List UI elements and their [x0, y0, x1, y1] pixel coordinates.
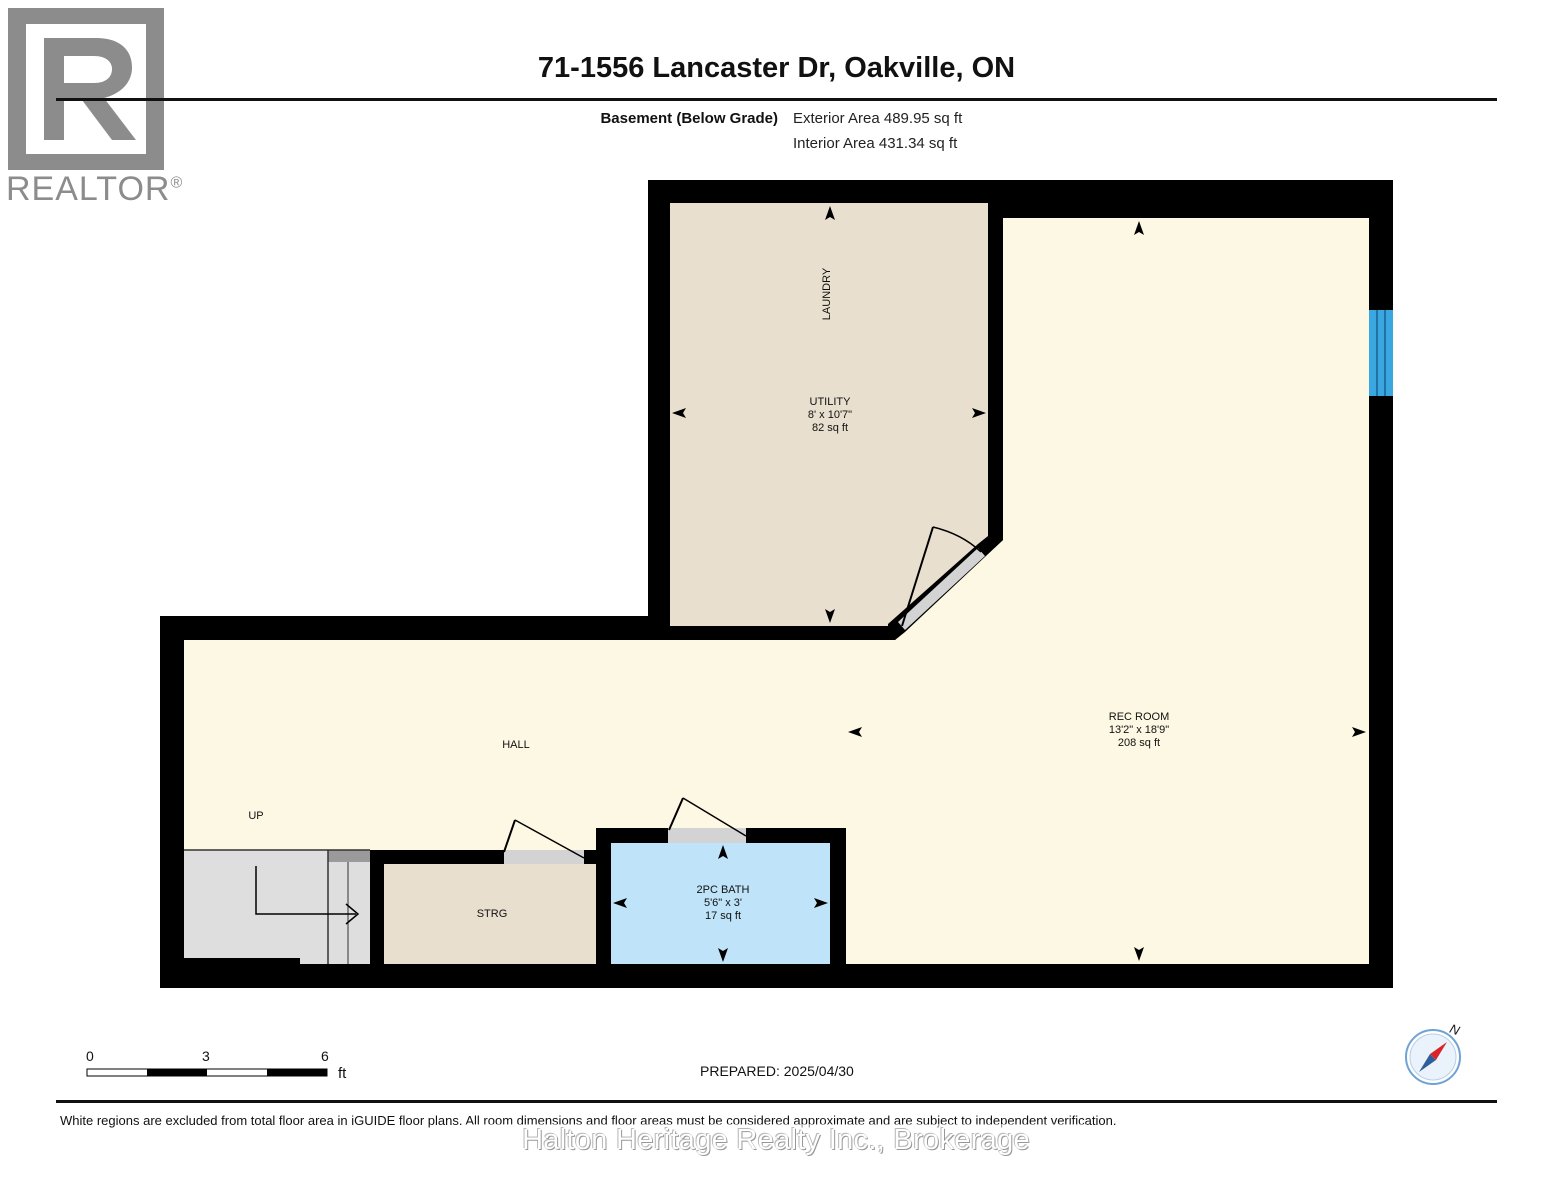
utility-room	[670, 203, 988, 626]
rec-window	[1369, 310, 1393, 396]
bath-label-group: 2PC BATH 5'6" x 3' 17 sq ft	[663, 884, 783, 923]
interior-area: Interior Area 431.34 sq ft	[793, 135, 958, 152]
storage-room	[384, 864, 596, 964]
storage-door	[503, 819, 585, 859]
utility-label-group: UTILITY 8' x 10'7" 82 sq ft	[760, 396, 900, 435]
compass-icon	[1405, 1029, 1461, 1085]
scale-tick-0: 0	[86, 1048, 94, 1064]
scale-bar-graphic	[86, 1068, 328, 1077]
utility-area: 82 sq ft	[811, 422, 849, 434]
rec-room-area: 208 sq ft	[1117, 737, 1161, 749]
storage-label: STRG	[476, 908, 508, 920]
utility-name: UTILITY	[809, 396, 851, 408]
scale-unit: ft	[338, 1065, 347, 1082]
bath-door-threshold	[668, 828, 746, 843]
bath-room	[611, 843, 830, 964]
page-title: 71-1556 Lancaster Dr, Oakville, ON	[537, 52, 1016, 84]
stairs	[184, 849, 370, 988]
rec-room-dims: 13'2" x 18'9"	[1108, 724, 1170, 736]
stairs-up-label: UP	[248, 810, 264, 822]
floor-label: Basement (Below Grade)	[600, 110, 778, 127]
dimension-arrows	[613, 206, 1366, 962]
bath-dims: 5'6" x 3'	[703, 897, 743, 909]
header-rule	[56, 98, 1497, 101]
prepared-date: PREPARED: 2025/04/30	[700, 1063, 854, 1079]
utility-door	[898, 526, 985, 630]
realtor-logo-text: REALTOR®	[6, 170, 184, 208]
scale-tick-6: 6	[321, 1048, 329, 1064]
laundry-label: LAUNDRY	[821, 267, 833, 321]
rec-room-name: REC ROOM	[1108, 711, 1170, 723]
rec-room	[1003, 218, 1369, 964]
scale-tick-3: 3	[202, 1048, 210, 1064]
bath-area: 17 sq ft	[704, 910, 742, 922]
hall-area	[184, 540, 1003, 964]
utility-dims: 8' x 10'7"	[807, 409, 853, 421]
storage-door-threshold	[504, 850, 584, 864]
footer-rule	[56, 1100, 1497, 1103]
rec-room-label-group: REC ROOM 13'2" x 18'9" 208 sq ft	[1069, 711, 1209, 750]
brokerage-watermark: Halton Heritage Realty Inc., Brokerage	[465, 1124, 1087, 1157]
realtor-logo-mark	[8, 8, 164, 170]
exterior-area: Exterior Area 489.95 sq ft	[793, 110, 963, 127]
bath-door	[668, 797, 747, 837]
stairs-arrow	[255, 866, 356, 915]
diagonal-wall	[888, 203, 1003, 640]
hall-label: HALL	[502, 739, 530, 751]
bath-name: 2PC BATH	[696, 884, 750, 896]
